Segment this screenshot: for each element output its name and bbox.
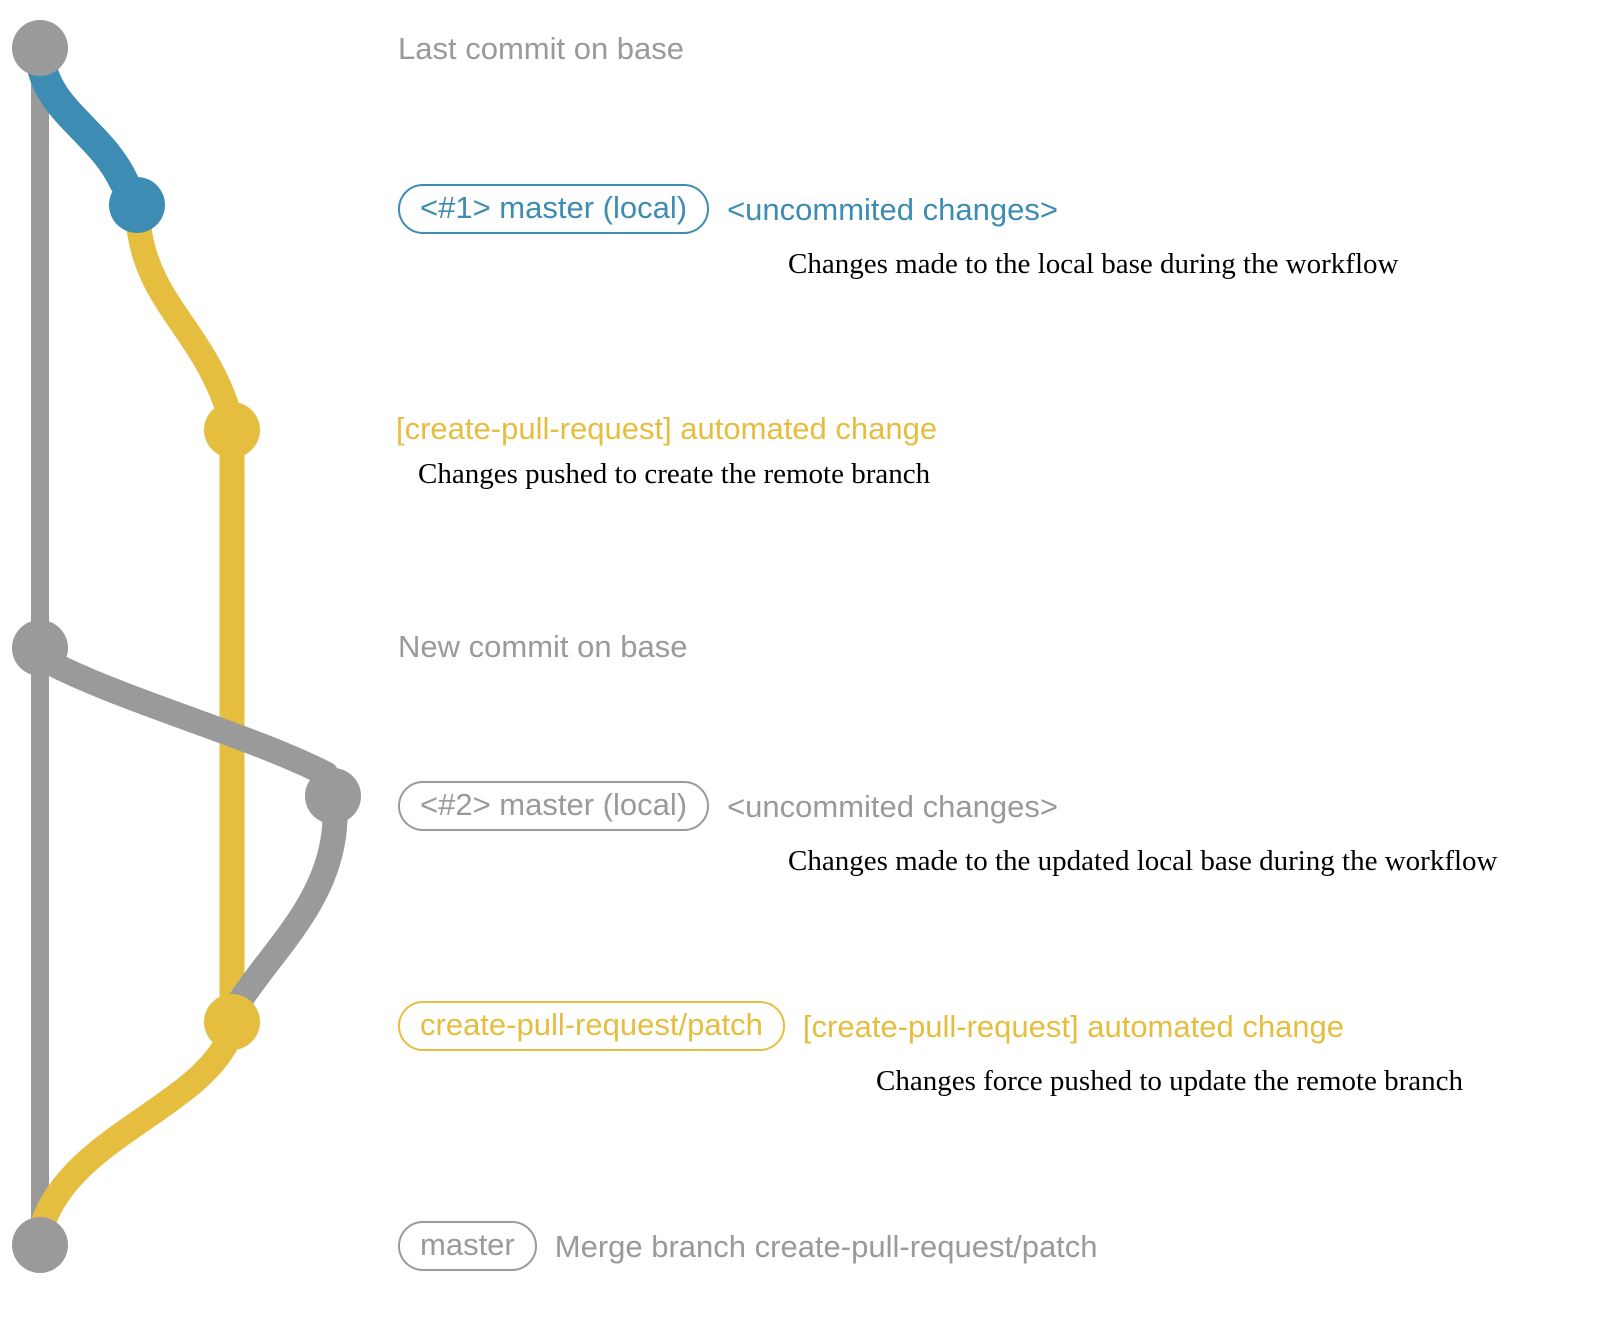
branch-badge-master[interactable]: master [398,1221,537,1271]
row-line: create-pull-request/patch [create-pull-r… [398,1001,1344,1051]
commit-message: Last commit on base [398,31,685,66]
commit-description: Changes pushed to create the remote bran… [418,458,931,490]
row-master-local-1: <#1> master (local) <uncommited changes>… [398,184,1398,279]
commit-description: Changes force pushed to update the remot… [876,1065,1464,1097]
row-automated-change-1: [create-pull-request] automated change C… [396,413,937,489]
commit-message: New commit on base [398,629,688,664]
commit-node-patch-1[interactable] [204,402,260,458]
branch-badge-master-local-1[interactable]: <#1> master (local) [398,184,710,234]
branch-line-local-2-to-patch-2 [225,807,348,1017]
row-line: master Merge branch create-pull-request/… [398,1221,1098,1271]
commit-node-local-2[interactable] [305,768,361,824]
row-line: New commit on base [398,631,687,662]
commit-description: Changes made to the updated local base d… [788,845,1498,877]
row-last-commit-on-base: Last commit on base [398,33,684,64]
commit-message: Merge branch create-pull-request/patch [554,1228,1098,1264]
commit-message: <uncommited changes> [727,788,1058,824]
commit-message: [create-pull-request] automated change [396,411,938,446]
branch-badge-create-pull-request-patch[interactable]: create-pull-request/patch [398,1001,785,1051]
commit-node-patch-2[interactable] [204,994,260,1050]
branch-badge-master-local-2[interactable]: <#2> master (local) [398,781,710,831]
commit-description: Changes made to the local base during th… [788,248,1399,280]
commit-node-local-1[interactable] [109,177,165,233]
git-graph [12,20,361,1273]
row-merge-commit: master Merge branch create-pull-request/… [398,1221,1098,1271]
branch-line-local-2 [32,647,339,787]
row-line: [create-pull-request] automated change [396,413,937,444]
row-new-commit-on-base: New commit on base [398,631,687,662]
commit-node-master-merge[interactable] [12,1217,68,1273]
row-line: Last commit on base [398,33,684,64]
commit-message: <uncommited changes> [727,191,1058,227]
row-automated-change-2: create-pull-request/patch [create-pull-r… [398,1001,1463,1096]
branch-line-patch-2-to-merge [29,1031,239,1239]
commit-message: [create-pull-request] automated change [802,1008,1345,1044]
row-master-local-2: <#2> master (local) <uncommited changes>… [398,781,1498,876]
commit-node-base-new[interactable] [12,620,68,676]
branch-line-patch-1 [126,215,239,417]
row-line: <#2> master (local) <uncommited changes> [398,781,1058,831]
commit-node-base-last[interactable] [12,20,68,76]
row-line: <#1> master (local) <uncommited changes> [398,184,1058,234]
